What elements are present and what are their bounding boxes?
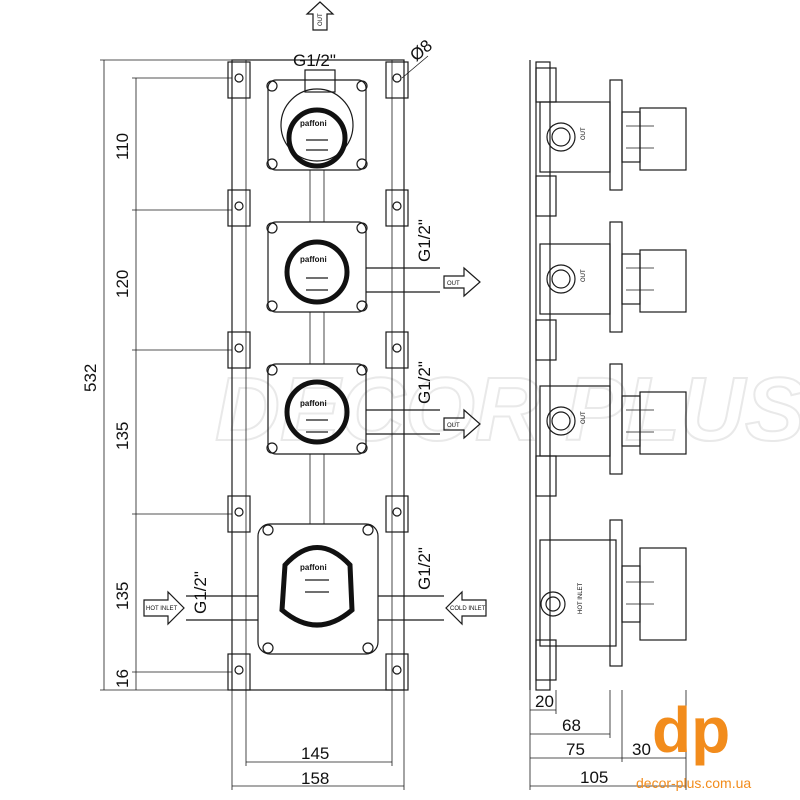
cold-inlet-label: COLD INLET: [450, 606, 486, 612]
side-dim-68: 68: [562, 716, 581, 735]
thread-label-1: G1/2": [415, 219, 434, 262]
dim-16: 16: [113, 669, 132, 688]
brand-label: paffoni: [300, 563, 327, 572]
dim-120: 120: [113, 270, 132, 298]
thread-label-2: G1/2": [415, 361, 434, 404]
side-view: OUT OUT OUT HOT INLET: [529, 60, 687, 790]
hot-inlet-label: HOT INLET: [146, 606, 178, 612]
brand-logo: dp decor-plus.com.ua: [636, 694, 751, 791]
top-outlet-label: OUT: [318, 13, 324, 26]
watermark: DECOR PLUS: [215, 360, 800, 460]
top-outlet-arrow: [305, 1, 335, 31]
side-valve-label-2: OUT: [581, 269, 587, 282]
side-dim-30: 30: [632, 740, 651, 759]
hot-thread-label: G1/2": [191, 571, 210, 614]
side-mixer-label: HOT INLET: [578, 582, 584, 614]
outlet-label-2: OUT: [447, 423, 460, 429]
hot-inlet-arrow: [143, 590, 185, 626]
dim-158: 158: [301, 769, 329, 788]
dim-110: 110: [113, 133, 132, 160]
side-valve-label-1: OUT: [581, 127, 587, 140]
mixer-module: paffoni: [257, 523, 379, 655]
front-view: OUT G1/2" Ø8 paffoni: [81, 1, 487, 790]
side-dim-75: 75: [566, 740, 585, 759]
hole-diameter-label: Ø8: [406, 36, 436, 65]
mounting-frame: [231, 59, 405, 691]
top-thread-label: G1/2": [293, 51, 336, 70]
brand-label: paffoni: [300, 399, 327, 408]
brand-label: paffoni: [300, 119, 327, 128]
logo-url: decor-plus.com.ua: [636, 775, 751, 791]
brand-label: paffoni: [300, 255, 327, 264]
dim-overall-height: 532: [81, 364, 100, 392]
side-dim-105: 105: [580, 768, 608, 787]
cold-inlet-arrow: [445, 590, 487, 626]
valve-module-3: paffoni: [266, 363, 368, 455]
valve-module-2: paffoni: [266, 221, 368, 313]
logo-letters: dp: [652, 694, 730, 766]
dim-135-upper: 135: [113, 422, 132, 450]
side-valve-label-3: OUT: [581, 411, 587, 424]
dim-145: 145: [301, 744, 329, 763]
valve-module-1: paffoni: [266, 79, 368, 171]
outlet-label-1: OUT: [447, 281, 460, 287]
side-dim-20: 20: [535, 692, 554, 711]
thread-label-3: G1/2": [415, 547, 434, 590]
dim-135-lower: 135: [113, 582, 132, 610]
